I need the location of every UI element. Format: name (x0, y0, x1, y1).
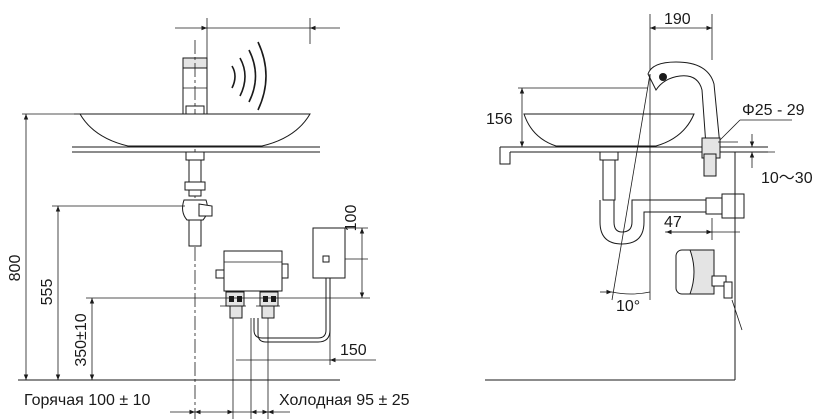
front-view: 800 555 350±10 100 150 Горячая 100 ± 10 … (7, 18, 410, 419)
dim-100: 100 (343, 205, 360, 232)
dim-555: 555 (39, 279, 56, 306)
dim-150: 150 (340, 342, 367, 359)
dim-deck-thickness: 10～30 (761, 170, 813, 187)
dim-156: 156 (486, 111, 513, 128)
drain-siphon-front (182, 159, 213, 247)
dim-800: 800 (7, 255, 24, 282)
faucet-side (611, 61, 721, 301)
dim-190: 190 (664, 11, 691, 28)
side-dimensions (518, 87, 792, 295)
power-socket (312, 227, 346, 279)
dim-hole-diameter: Φ25 - 29 (742, 102, 805, 119)
power-cable (253, 268, 331, 343)
faucet-front (182, 40, 208, 419)
reach-dimension (649, 14, 713, 74)
control-box (215, 250, 289, 319)
side-view: 190 156 Φ25 - 29 10～30 47 10° (485, 11, 813, 381)
basin-side (499, 113, 768, 165)
label-cold-water: Холодная 95 ± 25 (279, 392, 410, 409)
basin-front (72, 113, 320, 161)
dim-47: 47 (664, 214, 682, 231)
dim-350: 350±10 (73, 313, 90, 366)
horizontal-dimensions (170, 318, 376, 419)
sensor-wave-icon (231, 41, 267, 111)
label-hot-water: Горячая 100 ± 10 (24, 392, 150, 409)
faucet-top-dimension (175, 18, 340, 58)
wall-lines (485, 152, 743, 381)
dim-angle-10: 10° (616, 298, 640, 315)
control-box-side (675, 249, 733, 299)
height-dimensions (18, 113, 370, 381)
siphon-side (599, 159, 745, 245)
